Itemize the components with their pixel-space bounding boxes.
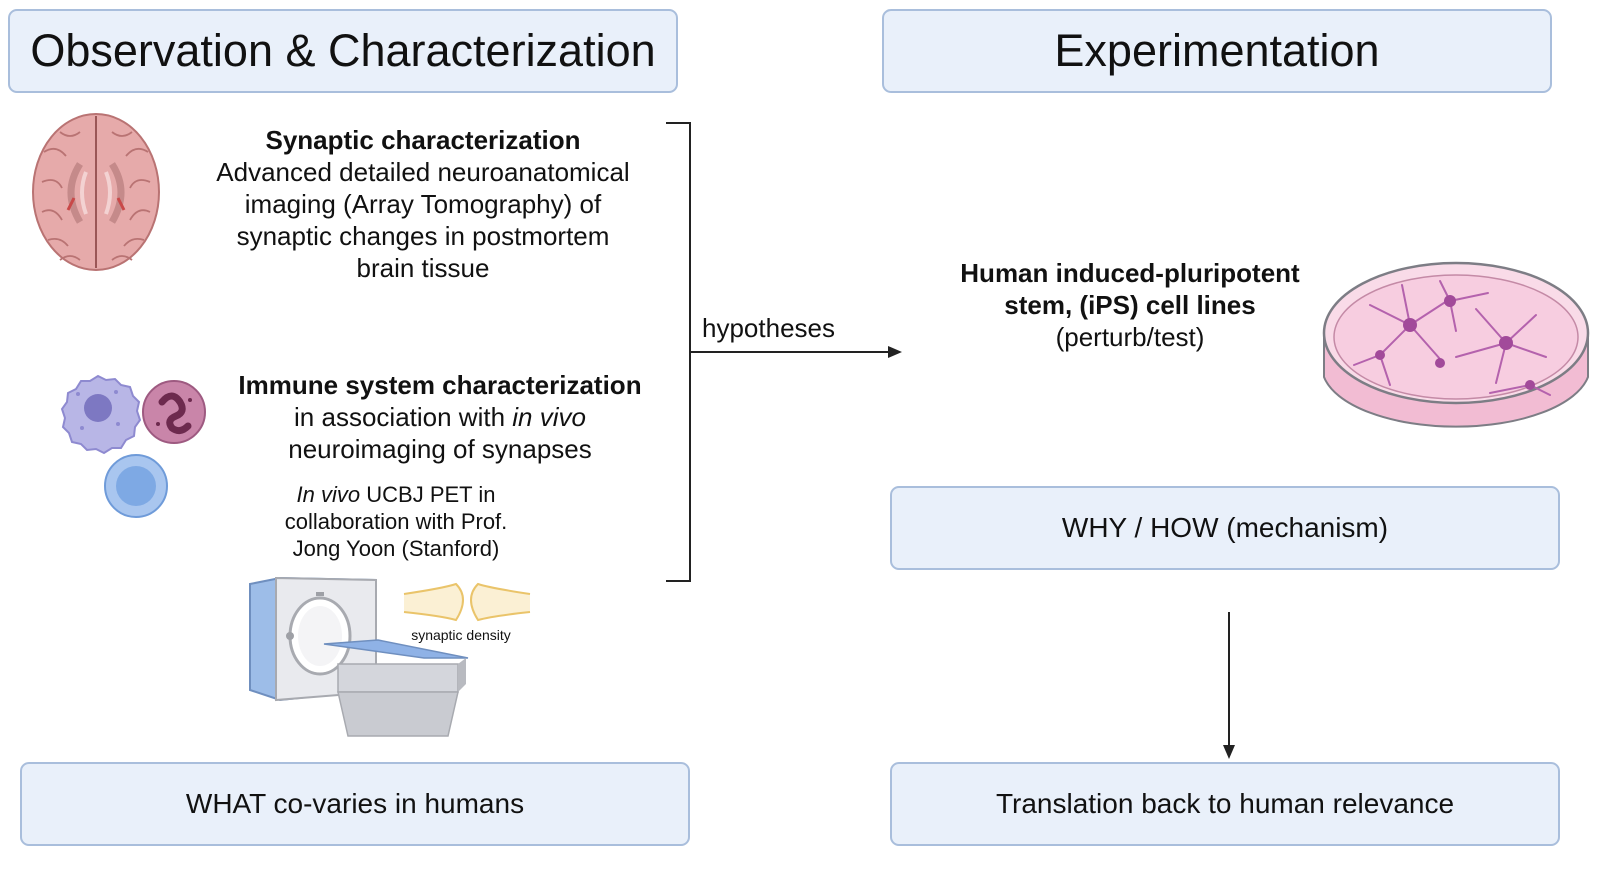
synaptic-characterization-text: Synaptic characterization Advanced detai… [180,124,666,284]
synaptic-line-2: imaging (Array Tomography) of [244,189,602,219]
synaptic-line-3: synaptic changes in postmortem [236,221,610,251]
mechanism-box: WHY / HOW (mechanism) [890,486,1560,570]
immune-line-1-prefix: in association with [294,402,513,432]
immune-characterization-text: Immune system characterization in associ… [210,369,670,465]
experimentation-header-box: Experimentation [882,9,1552,93]
translation-label: Translation back to human relevance [995,788,1455,819]
ips-cell-lines-text: Human induced-pluripotent stem, (iPS) ce… [930,257,1330,353]
experimentation-header-title: Experimentation [1054,25,1380,76]
pet-line-3: Jong Yoon (Stanford) [292,536,500,561]
synaptic-line-1: Advanced detailed neuroanatomical [216,157,630,187]
immune-line-1: in association with in vivo [210,401,670,433]
observation-header-box: Observation & Characterization [8,9,678,93]
brain-icon [32,113,160,271]
petri-dish-icon [1322,261,1590,428]
hypotheses-label: hypotheses [702,313,835,343]
immune-characterization-title: Immune system characterization [238,370,642,400]
immune-line-1-italic: in vivo [512,402,586,432]
ips-title-line-1: Human induced-pluripotent [960,258,1300,288]
what-covaries-label: WHAT co-varies in humans [185,788,525,819]
ips-title-line-2: stem, (iPS) cell lines [1004,290,1256,320]
what-covaries-box: WHAT co-varies in humans [20,762,690,846]
ips-subtitle: (perturb/test) [1055,322,1205,352]
mechanism-label: WHY / HOW (mechanism) [1061,512,1389,543]
pet-line-1-rest: UCBJ PET in [360,482,496,507]
pet-line-2: collaboration with Prof. [284,509,508,534]
synaptic-characterization-title: Synaptic characterization [265,125,581,155]
synapse-icon [403,582,531,622]
pet-line-1-italic: In vivo [296,482,361,507]
synaptic-line-4: brain tissue [356,253,490,283]
immune-line-2: neuroimaging of synapses [288,434,592,464]
pet-line-1: In vivo UCBJ PET in [236,481,556,508]
synaptic-density-label: synaptic density [411,627,511,643]
observation-header-title: Observation & Characterization [30,25,656,76]
pet-scanner-icon [249,576,469,737]
pet-collaboration-text: In vivo UCBJ PET in collaboration with P… [236,481,556,562]
immune-cells-icon [60,374,206,518]
translation-box: Translation back to human relevance [890,762,1560,846]
